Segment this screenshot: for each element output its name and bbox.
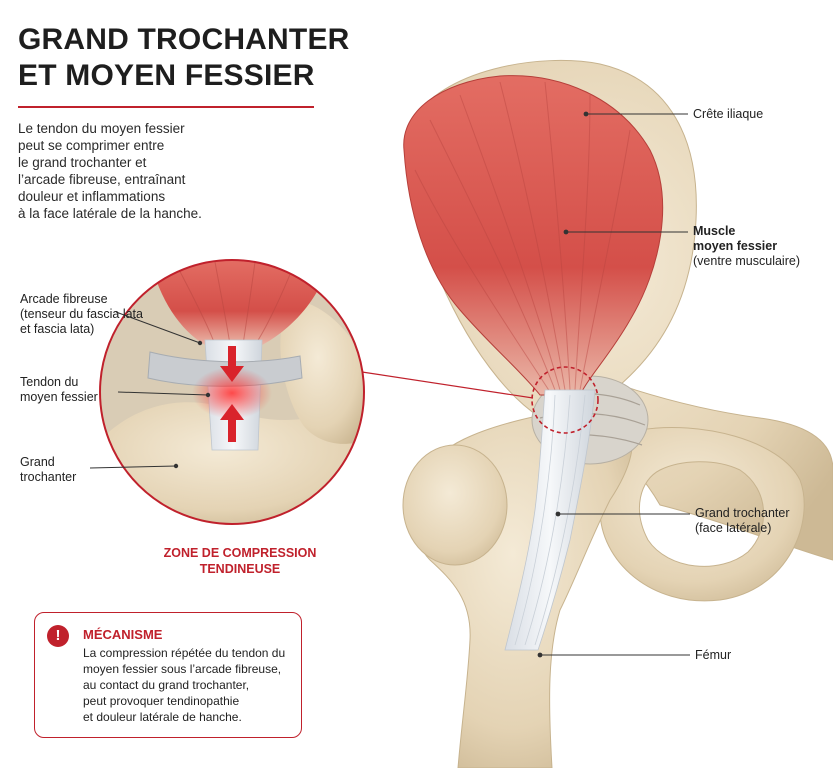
title-divider (18, 106, 314, 108)
label-arcade-fibreuse: Arcade fibreuse (tenseur du fascia lata … (20, 292, 143, 337)
compression-arrow-up-icon (220, 404, 244, 442)
mechanism-line: La compression répétée du tendon du (83, 646, 286, 660)
mechanism-line: et douleur latérale de hanche. (83, 710, 242, 724)
label-line: Tendon du (20, 375, 79, 389)
title-line-1: GRAND TROCHANTER (18, 23, 350, 56)
label-inset-grand-trochanter: Grand trochanter (20, 455, 76, 485)
label-line: Arcade fibreuse (20, 292, 108, 306)
inset-magnified-view (100, 260, 364, 524)
intro-line: l’arcade fibreuse, entraînant (18, 172, 186, 187)
label-line: (tenseur du fascia lata (20, 307, 143, 321)
label-line: Muscle (693, 224, 736, 238)
intro-line: à la face latérale de la hanche. (18, 206, 202, 221)
label-crete-iliaque: Crête iliaque (693, 107, 763, 122)
gluteus-medius-tendon (504, 389, 596, 651)
page-title: GRAND TROCHANTER ET MOYEN FESSIER (18, 22, 350, 94)
intro-line: Le tendon du moyen fessier (18, 121, 185, 136)
inset-border (99, 259, 365, 525)
label-line: Fémur (695, 648, 732, 662)
label-line: trochanter (20, 470, 77, 484)
label-line: moyen fessier (20, 390, 98, 404)
intro-line: douleur et inflammations (18, 189, 166, 204)
label-tendon-moyen-fessier: Tendon du moyen fessier (20, 375, 98, 405)
label-line: Grand trochanter (695, 506, 790, 520)
zone-line: ZONE DE COMPRESSION (163, 546, 317, 560)
label-line: et fascia lata) (20, 322, 95, 336)
mechanism-line: peut provoquer tendinopathie (83, 694, 240, 708)
intro-paragraph: Le tendon du moyen fessier peut se compr… (18, 120, 278, 222)
label-grand-trochanter: Grand trochanter (face latérale) (695, 506, 790, 536)
label-muscle-moyen-fessier: Muscle moyen fessier (ventre musculaire) (693, 224, 800, 269)
warning-icon: ! (47, 625, 69, 647)
mechanism-line: moyen fessier sous l’arcade fibreuse, (83, 662, 282, 676)
label-line: (ventre musculaire) (693, 254, 800, 268)
label-line: moyen fessier (693, 239, 778, 253)
mechanism-text: La compression répétée du tendon du moye… (83, 645, 295, 725)
zoom-connector-line (361, 371, 534, 399)
label-femur: Fémur (695, 648, 731, 663)
zone-line: TENDINEUSE (199, 562, 281, 576)
compression-zone-caption: ZONE DE COMPRESSION TENDINEUSE (130, 545, 350, 577)
compression-arrow-down-icon (220, 346, 244, 382)
label-line: (face latérale) (695, 521, 772, 535)
mechanism-title: MÉCANISME (83, 627, 163, 642)
title-line-2: ET MOYEN FESSIER (18, 59, 315, 92)
mechanism-line: au contact du grand trochanter, (83, 678, 250, 692)
label-line: Crête iliaque (693, 107, 764, 121)
compression-zone-marker (531, 366, 599, 434)
gluteus-medius-muscle (403, 75, 664, 396)
mechanism-callout: ! MÉCANISME La compression répétée du te… (34, 612, 302, 738)
greater-trochanter (402, 444, 508, 566)
intro-line: peut se comprimer entre (18, 138, 165, 153)
label-line: Grand (20, 455, 55, 469)
intro-line: le grand trochanter et (18, 155, 147, 170)
